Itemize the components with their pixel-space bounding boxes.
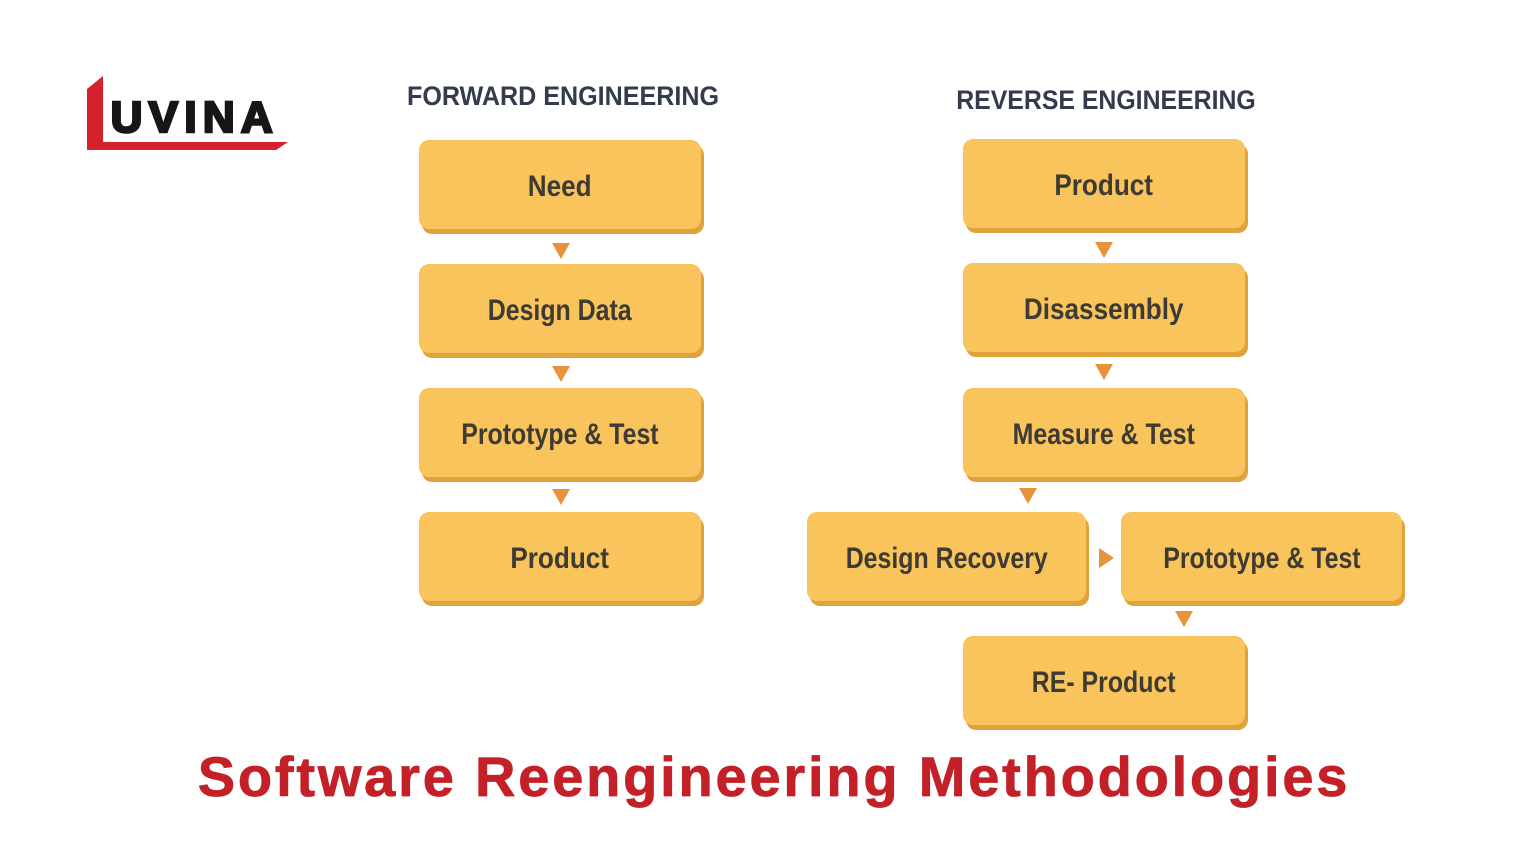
svg-text:UVINA: UVINA <box>111 93 279 142</box>
